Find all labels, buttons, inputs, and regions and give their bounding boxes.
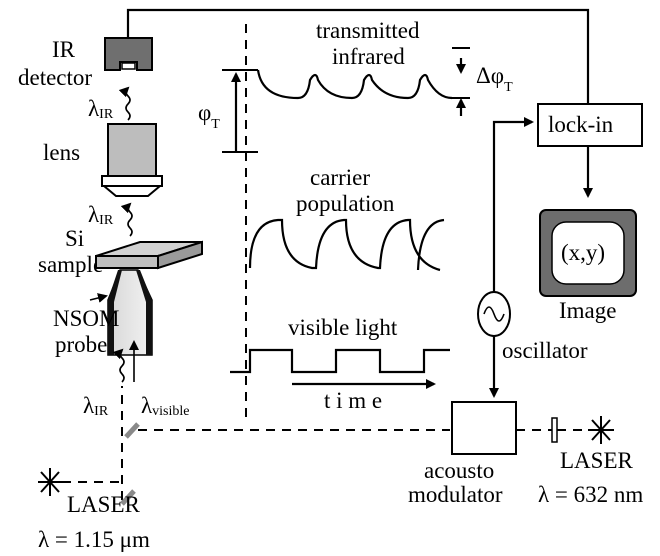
image-coords-label: (x,y) xyxy=(561,240,605,265)
nsom-label-2: probe xyxy=(55,332,107,357)
ir-detector-label-2: detector xyxy=(18,65,92,90)
carrier-label-1: carrier xyxy=(310,165,370,190)
lambda-ir-middle: λIR xyxy=(88,202,114,228)
acousto-label-2: modulator xyxy=(408,482,503,507)
right-filter xyxy=(551,417,558,443)
transmitted-waveform xyxy=(256,69,453,100)
acousto-label-1: acousto xyxy=(424,458,494,483)
lambda-ir-lower: λIR xyxy=(83,393,109,419)
laser-left-star-icon xyxy=(38,468,62,496)
ir-detector xyxy=(104,37,153,71)
ir-beam-wavy-lower xyxy=(112,348,125,383)
lambda-visible-label: λvisible xyxy=(141,393,190,419)
lens-collar xyxy=(101,175,163,187)
image-label: Image xyxy=(559,298,616,323)
laser-left-label: LASER xyxy=(67,492,141,517)
laser-right-star-icon xyxy=(588,416,614,444)
detector-lockin-wire xyxy=(126,8,590,108)
nsom-probe-coating-right xyxy=(136,270,152,355)
carrier-waveform xyxy=(248,218,445,272)
si-sample-label-2: sample xyxy=(38,252,103,277)
laser-right-label: LASER xyxy=(560,448,634,473)
ir-detector-element xyxy=(121,62,136,70)
ir-beam-wavy-upper xyxy=(118,86,131,121)
laser-right-wavelength: λ = 632 nm xyxy=(538,482,643,507)
image-display-screen xyxy=(551,221,625,285)
nsom-pointer xyxy=(89,293,108,303)
laser-left-wavelength: λ = 1.15 μm xyxy=(38,527,150,552)
acousto-modulator-box[interactable] xyxy=(451,401,517,455)
lambda-ir-upper: λIR xyxy=(88,96,114,122)
nsom-label-1: NSOM xyxy=(53,306,119,331)
carrier-label-2: population xyxy=(296,191,395,216)
oscillator-label: oscillator xyxy=(502,338,588,363)
oscillator-sine-icon xyxy=(483,306,505,322)
si-sample-side xyxy=(157,240,203,270)
lens-body xyxy=(107,123,157,177)
lens-label: lens xyxy=(43,140,80,165)
mirror-lower xyxy=(120,489,136,506)
lock-in-box[interactable] xyxy=(537,103,643,147)
lens-tip xyxy=(101,185,163,197)
ir-beam-wavy-middle xyxy=(120,202,133,237)
nsom-probe-coating-left xyxy=(108,270,122,355)
visible-light-waveform xyxy=(230,348,450,374)
beam-splitter-upper xyxy=(124,422,140,439)
si-sample-label-1: Si xyxy=(65,226,84,251)
transmitted-label-1: transmitted xyxy=(316,18,420,43)
time-label: t i m e xyxy=(324,388,382,413)
delta-phi-label: ΔφT xyxy=(476,63,513,95)
transmitted-label-2: infrared xyxy=(332,44,405,69)
phi-t-label: φT xyxy=(198,100,220,132)
lock-in-label: lock-in xyxy=(548,112,614,137)
ir-detector-label-1: IR xyxy=(52,37,76,62)
si-sample-front xyxy=(95,255,159,269)
oscillator-to-lockin-wire xyxy=(492,117,534,292)
visible-light-label: visible light xyxy=(288,315,398,340)
